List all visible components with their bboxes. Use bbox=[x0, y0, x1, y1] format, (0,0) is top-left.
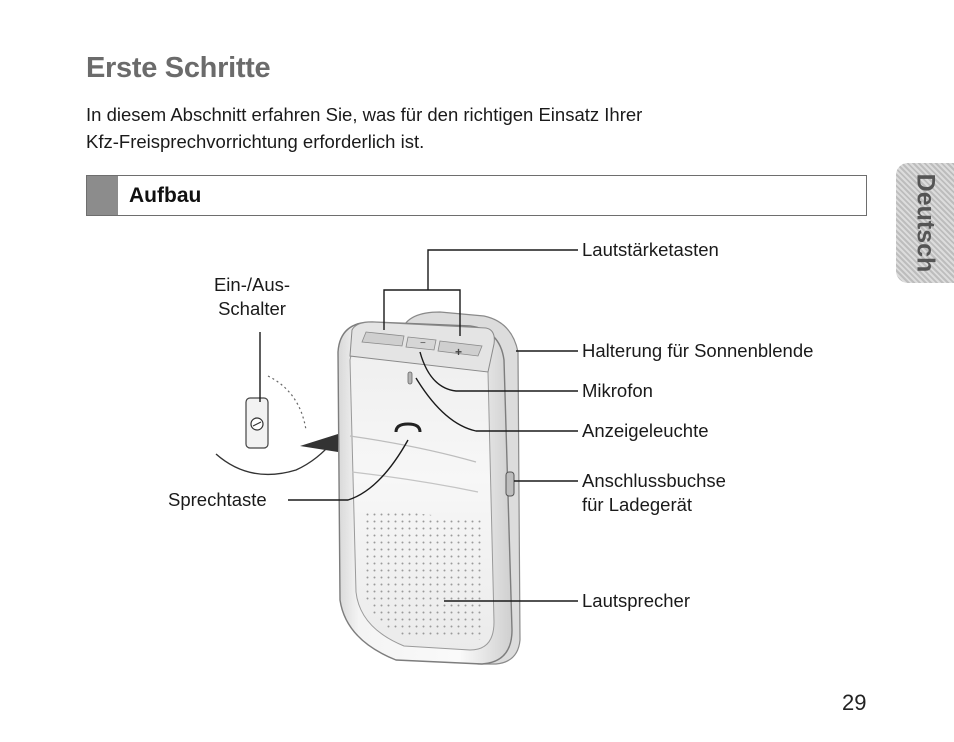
power-switch-inset bbox=[215, 439, 335, 476]
label-lautsprecher: Lautsprecher bbox=[582, 590, 690, 611]
section-title: Aufbau bbox=[129, 184, 202, 207]
speaker-grill bbox=[362, 508, 484, 640]
language-tab: Deutsch bbox=[896, 163, 954, 283]
page-number: 29 bbox=[842, 690, 867, 715]
label-ein-aus-schalter: Ein-/Aus- Schalter bbox=[196, 273, 308, 321]
label-ein-aus-line-1: Ein-/Aus- bbox=[213, 274, 291, 295]
talk-button-icon bbox=[394, 422, 422, 433]
svg-text:−: − bbox=[420, 338, 426, 349]
label-lautstaerketasten: Lautstärketasten bbox=[582, 239, 719, 260]
intro-text: In diesem Abschnitt erfahren Sie, was fü… bbox=[86, 101, 806, 155]
section-header: Aufbau bbox=[86, 175, 867, 216]
label-anschlussbuchse: Anschlussbuchse für Ladegerät bbox=[582, 469, 726, 517]
page-title: Erste Schritte bbox=[86, 52, 271, 84]
label-halterung: Halterung für Sonnenblende bbox=[582, 340, 814, 361]
section-marker bbox=[87, 176, 118, 215]
label-mikrofon: Mikrofon bbox=[582, 380, 653, 401]
label-anzeigeleuchte: Anzeigeleuchte bbox=[582, 420, 709, 441]
label-sprechtaste: Sprechtaste bbox=[168, 489, 267, 510]
label-anschluss-line-1: Anschlussbuchse bbox=[582, 470, 726, 491]
label-ein-aus-line-2: Schalter bbox=[218, 298, 286, 319]
label-anschluss-line-2: für Ladegerät bbox=[582, 494, 693, 515]
svg-text:+: + bbox=[455, 345, 462, 359]
intro-line-2: Kfz-Freisprechvorrichtung erforderlich i… bbox=[86, 131, 425, 152]
intro-line-1: In diesem Abschnitt erfahren Sie, was fü… bbox=[86, 104, 643, 125]
indicator-light bbox=[407, 371, 413, 385]
charger-socket bbox=[505, 471, 515, 497]
